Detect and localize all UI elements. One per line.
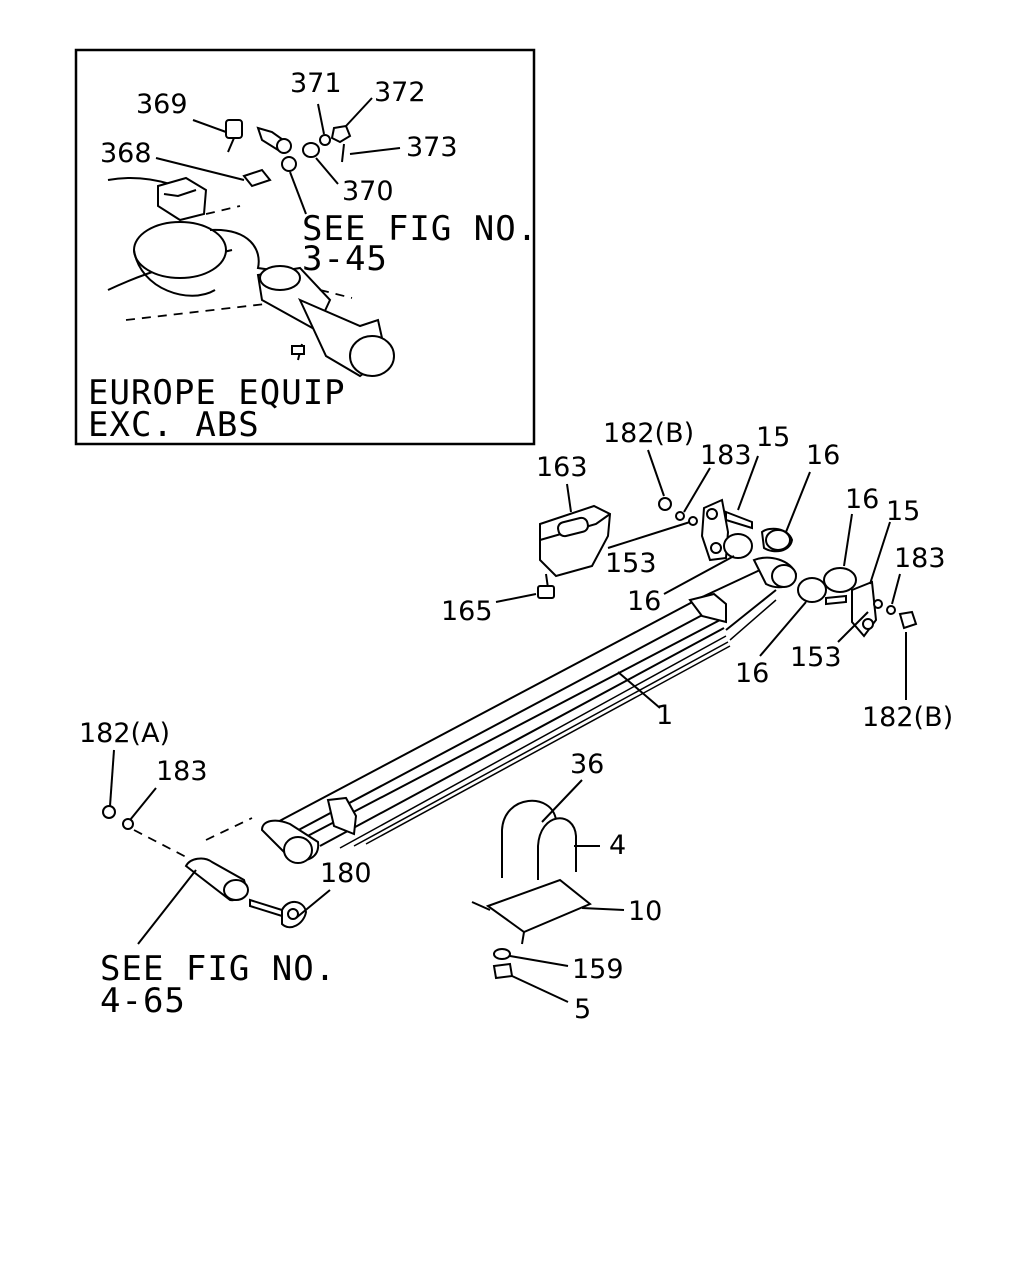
callout-153-left: 153 bbox=[605, 548, 657, 579]
callout-372: 372 bbox=[374, 77, 426, 108]
u-bolt-assembly bbox=[471, 799, 592, 980]
callout-371: 371 bbox=[290, 68, 342, 99]
callout-16-top: 16 bbox=[806, 440, 840, 471]
rear-shackle-lower bbox=[797, 567, 918, 638]
callout-182b-top: 182(B) bbox=[603, 418, 694, 449]
rear-shackle-upper bbox=[658, 497, 794, 562]
callout-183-left: 183 bbox=[156, 756, 208, 787]
callout-163: 163 bbox=[536, 452, 588, 483]
callout-16-mid: 16 bbox=[627, 586, 661, 617]
leaf-spring-assembly: 182(B) 15 183 16 163 16 15 183 153 16 16… bbox=[79, 418, 953, 1025]
inset-see-fig-number: 3-45 bbox=[302, 239, 388, 279]
callout-370: 370 bbox=[342, 176, 394, 207]
callout-16-right: 16 bbox=[845, 484, 879, 515]
callout-5: 5 bbox=[574, 994, 591, 1025]
callout-159: 159 bbox=[572, 954, 624, 985]
callout-180: 180 bbox=[320, 858, 372, 889]
callout-373: 373 bbox=[406, 132, 458, 163]
inset-caption-line2: EXC. ABS bbox=[88, 405, 260, 445]
bump-stopper bbox=[537, 504, 612, 599]
callout-1: 1 bbox=[656, 700, 673, 731]
callout-368: 368 bbox=[100, 138, 152, 169]
axle-housing-illustration bbox=[107, 176, 395, 378]
inset-caption-line1: EUROPE EQUIP bbox=[88, 373, 346, 413]
callout-16-bottom: 16 bbox=[735, 658, 769, 689]
inset-see-fig-label: SEE FIG NO. bbox=[302, 209, 538, 249]
callout-15-top: 15 bbox=[756, 422, 790, 453]
inset-panel: 369 371 372 368 373 370 SEE FIG NO. 3-45… bbox=[74, 48, 538, 446]
main-see-fig-number: 4-65 bbox=[100, 981, 186, 1021]
callout-182a: 182(A) bbox=[79, 718, 170, 749]
callout-165: 165 bbox=[441, 596, 493, 627]
callout-10: 10 bbox=[628, 896, 662, 927]
callout-15-right: 15 bbox=[886, 496, 920, 527]
main-see-fig-label: SEE FIG NO. bbox=[100, 949, 336, 989]
inset-small-parts bbox=[225, 119, 352, 188]
front-bushing bbox=[102, 805, 308, 929]
callout-183-right: 183 bbox=[894, 543, 946, 574]
callout-153-right: 153 bbox=[790, 642, 842, 673]
callout-369: 369 bbox=[136, 89, 188, 120]
callout-36: 36 bbox=[570, 749, 604, 780]
leaf-spring bbox=[260, 556, 798, 864]
callout-4: 4 bbox=[609, 830, 626, 861]
callout-182b-right: 182(B) bbox=[862, 702, 953, 733]
callout-183-top: 183 bbox=[700, 440, 752, 471]
